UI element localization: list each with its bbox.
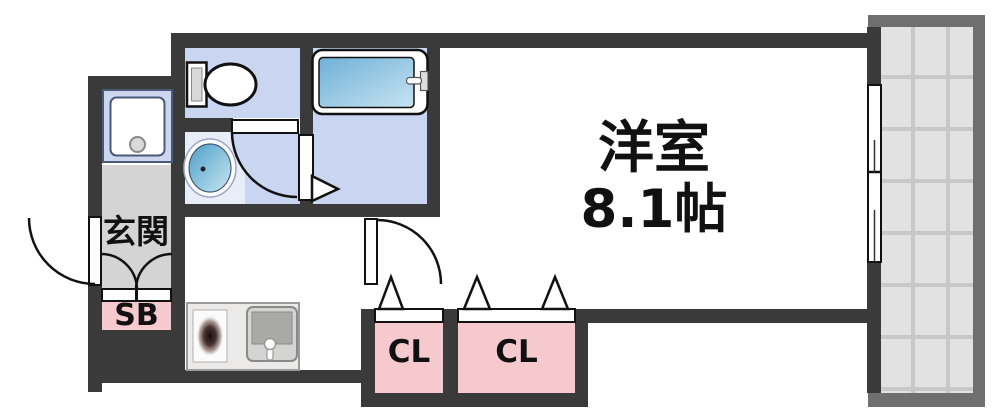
shoe-box <box>102 300 171 330</box>
toilet-icon <box>185 61 258 108</box>
wall <box>171 204 440 217</box>
kitchen-sink-icon <box>246 306 298 362</box>
wall <box>361 393 588 407</box>
main-room-name: 洋室 <box>598 116 710 181</box>
entrance-door-icon <box>27 216 102 286</box>
wall <box>427 33 440 217</box>
closet-doors-icon <box>374 273 576 323</box>
wall <box>172 33 870 48</box>
main-room-door-icon <box>364 218 443 285</box>
wall <box>88 370 375 383</box>
wall <box>88 76 174 89</box>
shoe-box-label: SB <box>114 298 159 333</box>
wall <box>443 309 458 407</box>
washroom-door-swing-area <box>232 132 297 197</box>
main-room-size: 8.1帖 <box>580 179 728 240</box>
wall <box>185 118 233 132</box>
entrance-hall-floor <box>102 165 171 290</box>
wall <box>575 309 881 323</box>
bathtub-icon <box>311 48 429 116</box>
bathroom-door-icon <box>298 134 341 203</box>
wall <box>867 262 881 393</box>
wall <box>361 309 375 407</box>
wall <box>575 309 588 407</box>
closet-2 <box>458 322 575 393</box>
closet-1-label: CL <box>387 334 431 370</box>
wall <box>867 27 881 85</box>
balcony-floor <box>880 27 973 393</box>
sliding-window-icon <box>867 84 882 263</box>
wall <box>88 76 102 218</box>
wall <box>171 33 185 332</box>
entrance-label: 玄関 <box>103 212 169 251</box>
closet-2-label: CL <box>495 334 538 370</box>
main-room-label: 洋室 8.1帖 <box>440 118 868 240</box>
shoe-box-doors-icon <box>100 252 173 302</box>
wash-basin-icon <box>183 138 237 198</box>
closet-1 <box>375 322 443 393</box>
kitchen-counter-icon <box>186 302 300 371</box>
washing-machine-pan-icon <box>102 89 173 163</box>
washroom-door-icon <box>230 119 299 199</box>
